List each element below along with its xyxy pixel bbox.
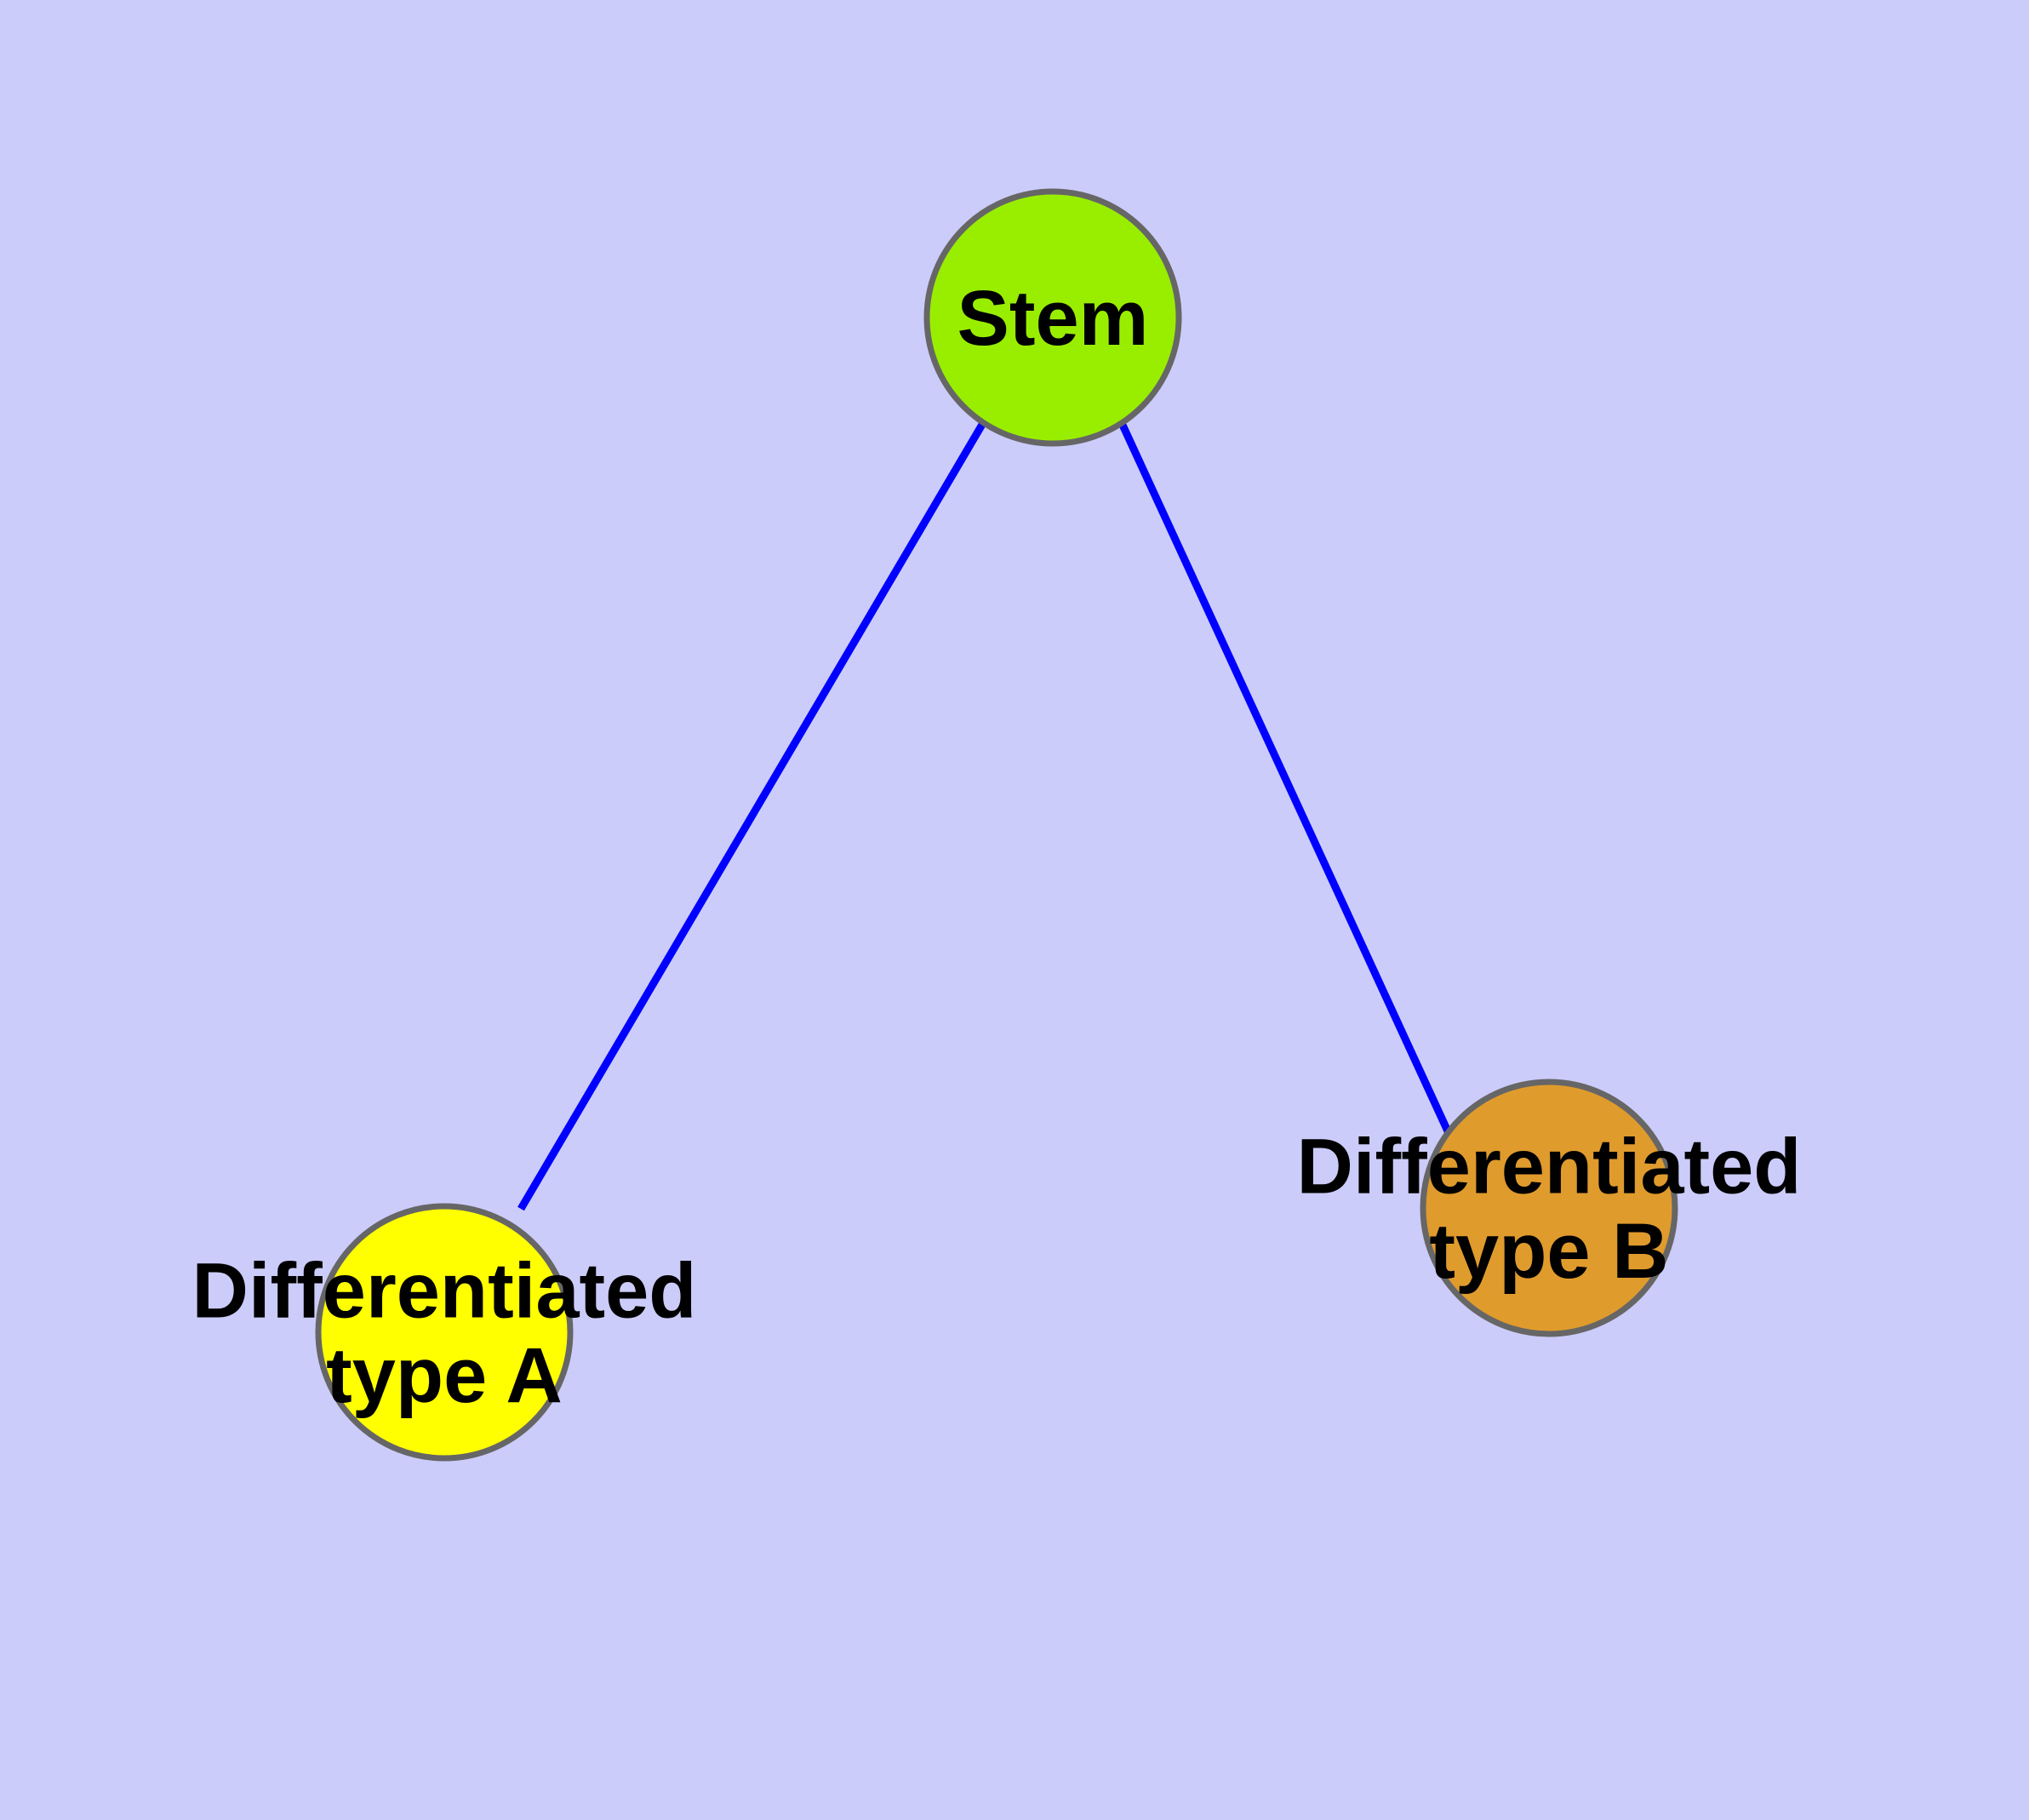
node-circle-stem[interactable] (923, 188, 1182, 447)
node-label-stem: Stem (957, 275, 1149, 362)
node-label-differentiated-type-b-line1: Differentiated (1297, 1124, 1802, 1210)
node-label-differentiated-type-b-line2: type B (1429, 1208, 1668, 1295)
node-circle-differentiated-type-b[interactable] (1420, 1079, 1678, 1337)
node-layer: Differentiated type A Differentiated typ… (192, 188, 1802, 1462)
node-label-differentiated-type-a-line1: Differentiated (192, 1248, 697, 1335)
edge-stem-to-differentiated-type-a[interactable] (517, 421, 986, 1211)
edge-layer (517, 421, 1488, 1211)
node-stem[interactable]: Stem (923, 188, 1182, 447)
node-differentiated-type-a[interactable]: Differentiated type A (192, 1203, 697, 1462)
node-differentiated-type-b[interactable]: Differentiated type B (1297, 1079, 1802, 1337)
edge-stem-to-differentiated-type-b[interactable] (1117, 421, 1488, 1210)
node-circle-differentiated-type-a[interactable] (315, 1203, 574, 1462)
node-label-differentiated-type-a-line2: type A (326, 1332, 563, 1419)
